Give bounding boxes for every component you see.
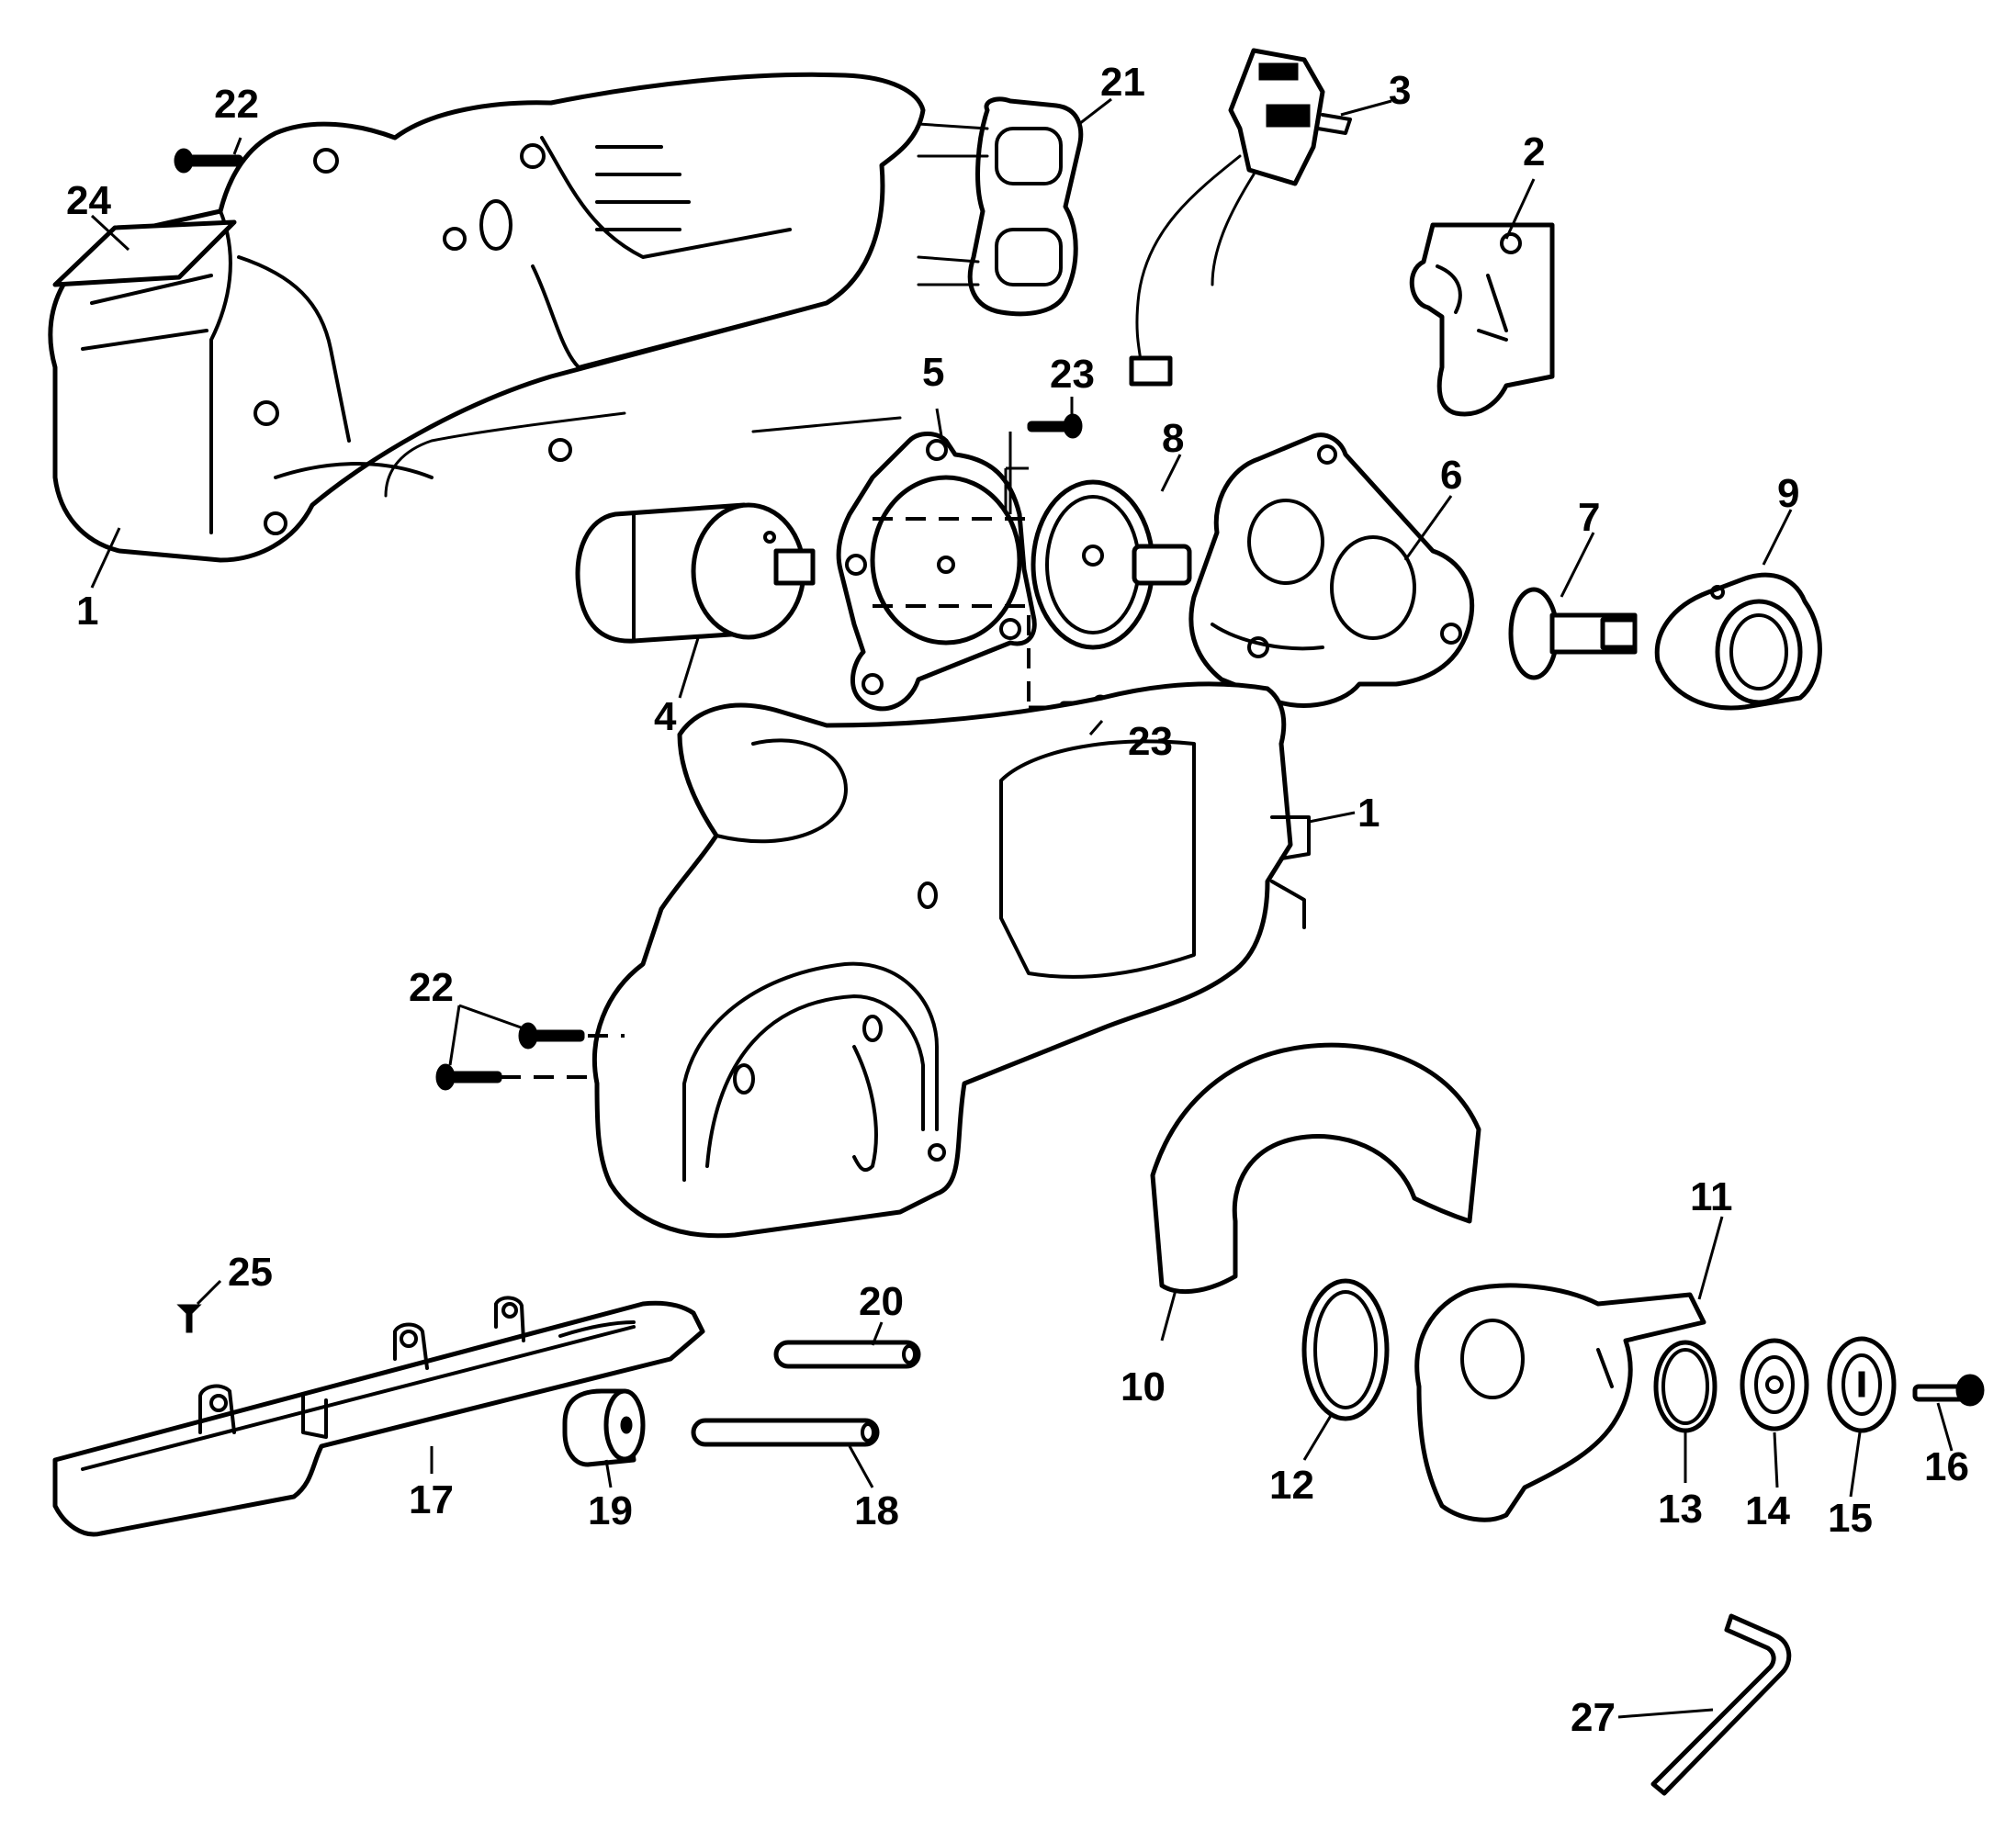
- callout-14: 14: [1745, 1488, 1790, 1533]
- callout-4: 4: [654, 694, 677, 739]
- part-1-left-housing: [48, 72, 926, 563]
- part-1-right-housing: [591, 681, 1311, 1239]
- part-7-pinion: [1508, 587, 1638, 680]
- part-24-label: [52, 219, 237, 287]
- part-3-switch: [1129, 48, 1352, 387]
- callout-3: 3: [1389, 68, 1411, 113]
- callout-12: 12: [1269, 1463, 1314, 1508]
- callout-24: 24: [66, 178, 111, 223]
- part-12-ring: [1301, 1278, 1390, 1421]
- callout-21: 21: [1100, 60, 1145, 105]
- callout-8: 8: [1162, 416, 1184, 461]
- callout-16: 16: [1924, 1444, 1969, 1489]
- callout-25: 25: [228, 1250, 273, 1295]
- part-25-rivet: [176, 1304, 202, 1333]
- part-15-outer-flange: [1827, 1336, 1897, 1433]
- callout-20: 20: [859, 1279, 904, 1324]
- part-22-screws-lower: [435, 1004, 625, 1091]
- callout-17: 17: [409, 1477, 454, 1522]
- callout-23-lower: 23: [1128, 719, 1173, 764]
- leader-lines: [90, 97, 1954, 1719]
- part-10-blade-guard: [1150, 1042, 1481, 1295]
- callout-6: 6: [1440, 453, 1462, 498]
- callout-18: 18: [854, 1488, 899, 1533]
- part-21-brush-plate: [917, 96, 1084, 317]
- callout-23-upper: 23: [1050, 352, 1095, 397]
- part-22-screw-upper: [174, 148, 243, 174]
- part-9-bearing-housing: [1654, 572, 1822, 711]
- part-18-long-pin: [691, 1418, 880, 1447]
- callout-1-upper: 1: [76, 589, 98, 634]
- callout-5: 5: [922, 350, 944, 395]
- callout-1-lower: 1: [1357, 791, 1380, 836]
- callout-22-upper: 22: [214, 82, 259, 127]
- callout-27: 27: [1571, 1695, 1616, 1740]
- part-13-washer: [1653, 1340, 1718, 1433]
- callout-19: 19: [588, 1488, 633, 1533]
- part-17-base-plate: [52, 1296, 705, 1537]
- callout-7: 7: [1578, 495, 1600, 540]
- part-4-motor: [384, 411, 902, 644]
- callout-9: 9: [1777, 471, 1799, 516]
- part-16-bolt: [1912, 1374, 1985, 1407]
- callout-22-lower: 22: [409, 965, 454, 1010]
- callout-13: 13: [1658, 1487, 1703, 1532]
- part-2-switch-housing: [1409, 222, 1555, 417]
- part-14-flange: [1740, 1338, 1809, 1431]
- callout-10: 10: [1121, 1364, 1166, 1409]
- part-5-end-plate: [836, 432, 1037, 712]
- callout-11: 11: [1690, 1174, 1733, 1219]
- part-8-gear: [1031, 479, 1192, 650]
- callout-labels: 1 1 2 3 4 5 6 7 8 9 10 11 12 13 14 15 16…: [66, 60, 1969, 1740]
- part-6-gear-housing: [1188, 432, 1475, 708]
- part-20-pin: [773, 1340, 921, 1369]
- part-19-bushing: [562, 1388, 646, 1467]
- callout-15: 15: [1828, 1496, 1873, 1541]
- part-27-hex-key: [1650, 1613, 1792, 1796]
- part-11-lower-guard: [1414, 1283, 1706, 1522]
- callout-2: 2: [1523, 129, 1545, 174]
